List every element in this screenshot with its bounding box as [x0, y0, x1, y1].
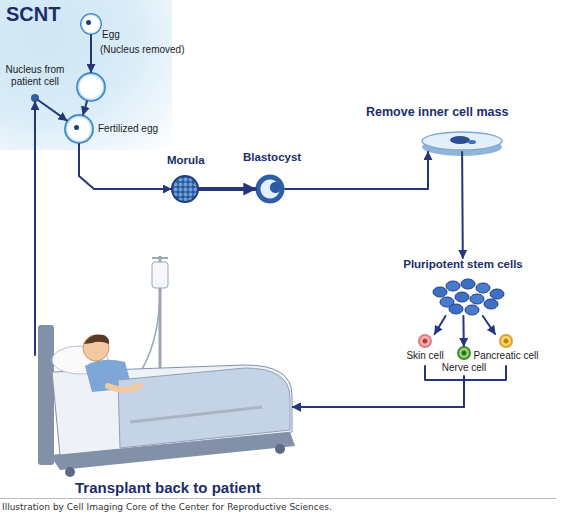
node-label: Blastocyst — [243, 151, 301, 163]
inner-cell-mass — [450, 136, 470, 144]
node-label: Nerve cell — [436, 362, 492, 374]
culture-dish: Remove inner cell mass — [420, 130, 504, 152]
dish-rim — [422, 132, 502, 150]
patient-hair — [84, 334, 109, 344]
stem-cell — [476, 283, 490, 293]
iv-bag — [152, 262, 168, 288]
cell-icon — [499, 334, 513, 348]
node-label: SCNT — [6, 3, 60, 26]
caption-rule — [0, 498, 556, 499]
flow-arrow — [293, 366, 464, 407]
node-label: Transplant back to patient — [75, 479, 261, 496]
bed-wheel — [65, 467, 75, 477]
node-label: Egg — [102, 29, 120, 41]
node-label: (Nucleus removed) — [100, 44, 184, 56]
bed-rail — [130, 407, 262, 422]
caption-text: Illustration by Cell Imaging Core of the… — [2, 502, 332, 512]
stem-cell — [490, 289, 504, 299]
flow-arrow — [435, 316, 446, 334]
flow-arrow — [34, 102, 36, 355]
cell-type: Pancreatic cell — [470, 334, 542, 366]
node-label: Morula — [167, 154, 205, 166]
flow-arrow — [90, 35, 92, 72]
stem-cell — [446, 281, 460, 291]
blastocyst-circle: Blastocyst — [255, 174, 285, 204]
stem-cell — [465, 305, 479, 315]
enucleated-egg: (Nucleus removed) — [76, 72, 106, 102]
egg-circle: Egg — [80, 13, 102, 35]
flow-arrow — [461, 152, 464, 258]
flow-arrow — [199, 187, 255, 191]
node-label: Nucleus from patient cell — [0, 64, 75, 88]
stem-cell — [449, 304, 463, 314]
node-label: Pluripotent stem cells — [398, 258, 528, 270]
morula-circle: Morula — [171, 175, 199, 203]
patient-arm — [108, 385, 140, 390]
blanket — [118, 368, 290, 448]
iv-hook — [152, 257, 168, 259]
egg-nucleus — [86, 20, 91, 25]
stem-cell — [433, 287, 447, 297]
patient-illustration: Transplant back to patient — [35, 250, 293, 478]
flow-arrow — [83, 101, 87, 114]
stem-cell — [484, 299, 498, 309]
stem-cell — [461, 279, 475, 289]
nucleus-dot: Nucleus from patient cell — [31, 94, 39, 102]
stem-cell-cluster: Pluripotent stem cells — [398, 258, 528, 316]
node-label: Pancreatic cell — [470, 350, 542, 362]
cell-icon — [418, 334, 432, 348]
cell-type: Skin cell — [398, 334, 452, 366]
flow-arrow — [38, 100, 66, 120]
flow-arrow — [79, 144, 171, 189]
node-label: Remove inner cell mass — [366, 105, 508, 119]
flow-arrow — [462, 316, 464, 346]
stem-cell — [455, 292, 469, 302]
patient-head — [83, 335, 109, 361]
cell-icon — [457, 346, 471, 360]
node-label: Fertilized egg — [98, 123, 158, 135]
flow-arrow — [483, 316, 495, 334]
fertilized-egg: Fertilized egg — [64, 114, 94, 144]
flow-arrow — [293, 366, 506, 407]
egg-nucleus — [74, 125, 79, 130]
process-panel: SCNTEgg(Nucleus removed)Nucleus from pat… — [0, 0, 172, 150]
bed-headboard — [38, 325, 54, 465]
flow-arrow — [293, 376, 464, 407]
inner-cell-mass — [468, 140, 476, 144]
bed-wheel — [275, 444, 285, 454]
flow-arrow — [285, 152, 428, 189]
bed-mattress — [52, 365, 292, 455]
iv-tube — [135, 288, 160, 380]
node-label: Skin cell — [398, 350, 452, 362]
stem-cell — [470, 294, 484, 304]
